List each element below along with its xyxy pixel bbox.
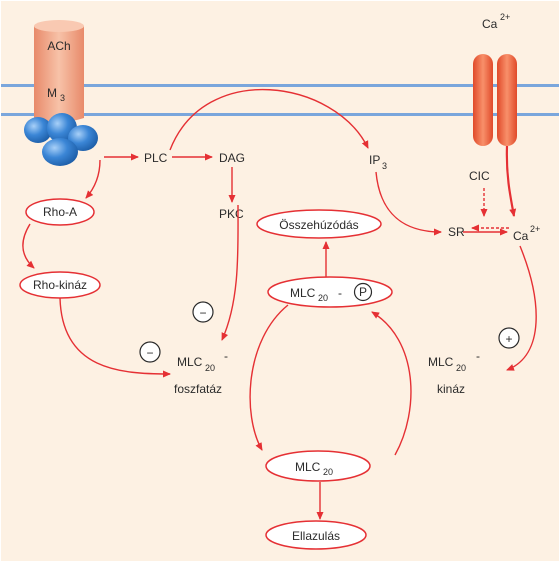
rho-a-outline [25, 198, 95, 226]
mlc20-kinaz-dash: - [476, 349, 480, 363]
ca-sr-charge: 2+ [530, 224, 540, 234]
minus-icon: − [146, 346, 153, 360]
g-protein-subunit-3 [68, 125, 98, 151]
arrow-rhoa-rhokinaz [22, 223, 35, 269]
m3-receptor: ACh M 3 [34, 20, 84, 122]
cic-label: CIC [469, 169, 490, 183]
mlc20-p-dash: - [338, 286, 342, 300]
ellazulas-outline [265, 520, 367, 550]
rho-a-node: Rho-A [25, 198, 95, 226]
pathway-arrows [22, 89, 537, 520]
membrane-outer-line [1, 84, 559, 87]
mlc20-p-subscript: 20 [318, 293, 328, 303]
arrow-plc-ip3 [169, 89, 369, 151]
ellazulas-node: Ellazulás [265, 520, 367, 550]
minus-circle-2 [139, 341, 161, 363]
arrow-ip3-sr [375, 171, 442, 236]
ca-top-charge: 2+ [500, 12, 510, 22]
rho-a-label: Rho-A [43, 205, 77, 219]
inhibition-sign-rho: − [139, 341, 161, 363]
mlc20-kinaz-subscript: 20 [456, 363, 466, 373]
pkc-label: PKC [219, 207, 244, 221]
mlc20-outline [265, 450, 371, 482]
rho-kinaz-node: Rho-kináz [19, 271, 101, 299]
mlc20-kinaz-label: MLC [428, 355, 454, 369]
cell-membrane [1, 84, 559, 116]
mlc20-p-label: MLC [290, 286, 316, 300]
osszehuzodas-label: Összehúzódás [279, 218, 358, 232]
mlc20-foszfataz-dash: - [224, 349, 228, 363]
mlc20-p-node: MLC 20 - P [267, 276, 393, 308]
mlc20-foszfataz-label: MLC [177, 355, 203, 369]
receptor-top [34, 20, 84, 32]
rho-kinaz-label: Rho-kináz [33, 278, 87, 292]
activation-sign-ca: + [498, 327, 520, 349]
arrow-ca-mlc20-kinaz [506, 245, 537, 371]
g-protein-subunit-1 [24, 117, 52, 143]
arrow-mlc20p-mlc20 [249, 304, 289, 451]
ellazulas-label: Ellazulás [292, 529, 340, 543]
ach-label: ACh [47, 39, 70, 53]
kinaz-label: kináz [437, 382, 465, 396]
calcium-channel [473, 54, 517, 146]
ca-sr-label: Ca [513, 229, 529, 243]
minus-icon: − [199, 306, 206, 320]
arrow-gprotein-rhoa [85, 159, 101, 199]
phosphate-label: P [359, 285, 367, 299]
receptor-body [34, 26, 84, 122]
mlc20-foszfataz-subscript: 20 [205, 363, 215, 373]
plus-circle [498, 327, 520, 349]
foszfataz-label: foszfatáz [174, 382, 222, 396]
inhibition-sign-pkc: − [192, 301, 214, 323]
phosphate-circle [353, 282, 373, 302]
ca-top-label: Ca [482, 17, 498, 31]
channel-left-half [473, 54, 493, 146]
g-protein-subunit-4 [42, 138, 78, 166]
m3-subscript: 3 [60, 93, 65, 103]
minus-circle-1 [192, 301, 214, 323]
membrane-inner-line [1, 113, 559, 116]
sr-label: SR [448, 225, 465, 239]
plc-label: PLC [144, 151, 168, 165]
osszehuzodas-node: Összehúzódás [256, 209, 382, 239]
osszehuzodas-outline [256, 209, 382, 239]
plus-icon: + [505, 332, 512, 346]
mlc20-node: MLC 20 [265, 450, 371, 482]
arrow-channel-ca [505, 145, 517, 217]
mlc20-p-outline [267, 276, 393, 308]
arrow-rhokinaz-foszfataz [59, 297, 171, 378]
ip3-label: IP [369, 153, 380, 167]
g-protein-icon [24, 113, 98, 166]
arrow-mlc20-mlc20p [371, 311, 412, 456]
arrow-pkc-foszfataz [221, 204, 239, 341]
channel-right-half [497, 54, 517, 146]
m3-label: M [47, 86, 57, 100]
ip3-subscript: 3 [382, 161, 387, 171]
mlc20-subscript: 20 [323, 467, 333, 477]
dag-label: DAG [219, 151, 245, 165]
mlc20-label: MLC [295, 460, 321, 474]
